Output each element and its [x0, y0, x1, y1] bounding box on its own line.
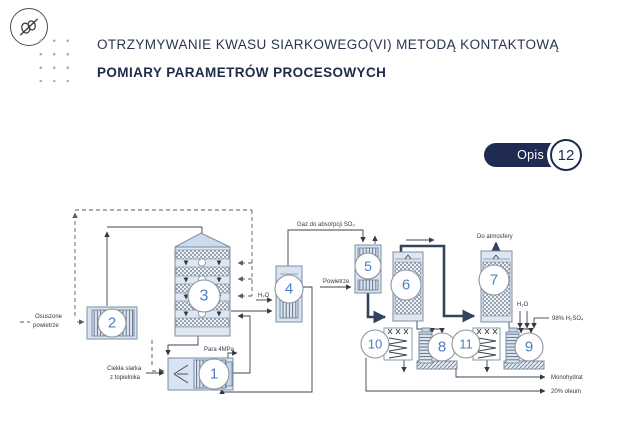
- unit-number-4: 4: [285, 281, 293, 298]
- page-title: OTRZYMYWANIE KWASU SIARKOWEGO(VI) METODĄ…: [97, 37, 559, 52]
- unit-number-5: 5: [364, 258, 372, 274]
- label-gas-to-absorption: Gaz do absorpcji SO₃: [297, 222, 355, 228]
- label-h2so4: 98% H₂SO₄: [552, 316, 584, 322]
- decorative-dot-grid: [32, 32, 80, 82]
- unit-number-7: 7: [490, 272, 498, 289]
- label-monohydrate: Monohydrat: [551, 375, 583, 381]
- label-water-right: H₂O: [517, 302, 529, 308]
- stream-labels: Osuszone powietrze Ciekła siarka z topie…: [33, 222, 584, 395]
- label-oleum: 20% oleum: [551, 389, 581, 395]
- unit-number-3: 3: [200, 288, 209, 305]
- unit-number-11: 11: [459, 337, 473, 352]
- step-number-badge[interactable]: 12: [550, 139, 582, 171]
- unit-number-8: 8: [438, 339, 446, 356]
- unit-number-circles: [97, 252, 544, 390]
- unit-number-1: 1: [210, 366, 218, 383]
- opis-button-label: Opis: [517, 148, 544, 162]
- unit-number-2: 2: [108, 315, 116, 332]
- dried-air-dashed-lines: [20, 209, 253, 374]
- process-flow-diagram: 1 2 3 4 5 6 7 8 9 10 11 Osuszone powietr…: [20, 209, 584, 395]
- so3-gas-thick-line: [366, 241, 503, 324]
- page-subtitle: POMIARY PARAMETRÓW PROCESOWYCH: [97, 65, 387, 80]
- label-steam: Para 4MPa: [204, 347, 235, 353]
- logo: [10, 8, 48, 46]
- process-lines: [104, 226, 549, 394]
- unit-number-9: 9: [525, 339, 533, 356]
- label-dried-air-1: Osuszone: [35, 314, 63, 320]
- label-liquid-sulfur-2: z topielnika: [110, 375, 141, 381]
- unit-number-6: 6: [402, 277, 410, 294]
- label-liquid-sulfur-1: Ciekła siarka: [107, 366, 142, 372]
- label-water-left: H₂O: [258, 293, 270, 299]
- crossed-eye-icon: [19, 18, 39, 36]
- unit-pump-9: [503, 327, 545, 370]
- step-number: 12: [557, 146, 575, 164]
- label-air: Powietrze: [323, 279, 350, 285]
- label-to-atmosphere: Do atmosfery: [477, 234, 513, 240]
- label-dried-air-2: powietrze: [33, 323, 59, 329]
- unit-pump-8: [416, 327, 458, 370]
- unit-number-10: 10: [368, 337, 382, 352]
